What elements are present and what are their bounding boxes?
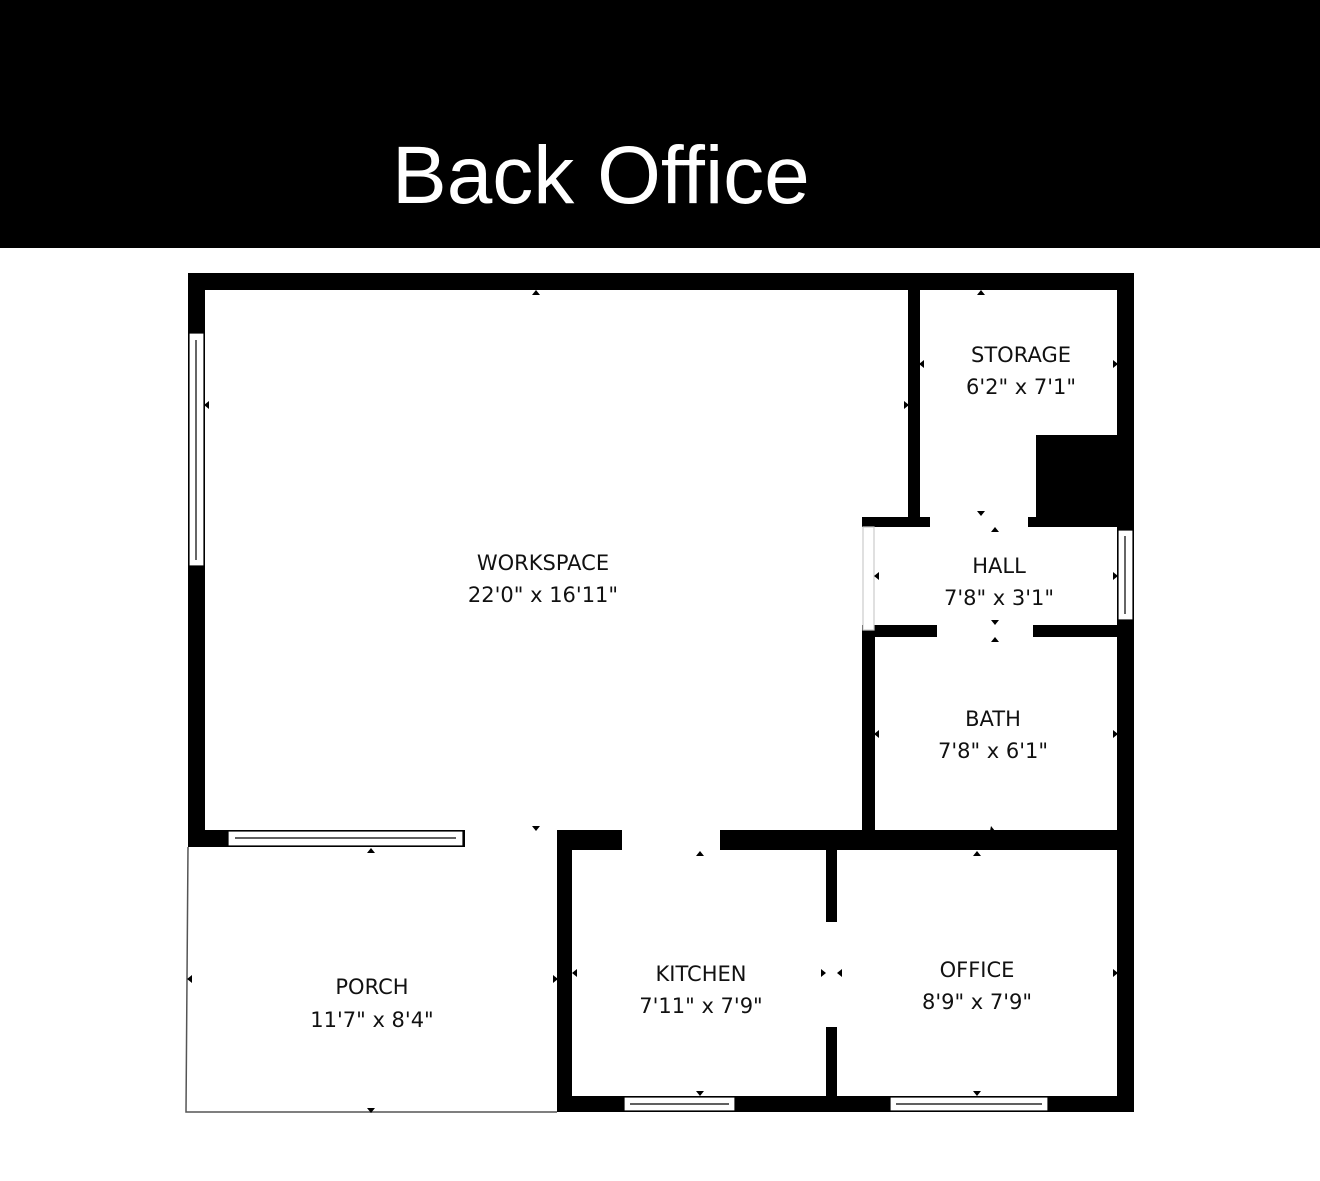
room-name: HALL	[972, 554, 1026, 578]
room-dims: 7'11" x 7'9"	[639, 994, 762, 1018]
room-dims: 22'0" x 16'11"	[468, 583, 618, 607]
room-name: BATH	[965, 707, 1021, 731]
windows	[188, 332, 1134, 1112]
room-office: OFFICE 8'9" x 7'9"	[922, 958, 1032, 1014]
room-name: WORKSPACE	[477, 551, 609, 575]
room-workspace: WORKSPACE 22'0" x 16'11"	[468, 551, 618, 607]
room-dims: 8'9" x 7'9"	[922, 990, 1032, 1014]
room-dims: 11'7" x 8'4"	[310, 1008, 433, 1032]
room-bath: BATH 7'8" x 6'1"	[938, 707, 1048, 763]
room-storage: STORAGE 6'2" x 7'1"	[966, 343, 1076, 399]
room-dims: 7'8" x 3'1"	[944, 586, 1054, 610]
title-banner: Back Office	[0, 0, 1320, 248]
room-porch: PORCH 11'7" x 8'4"	[310, 975, 433, 1032]
plan-title: Back Office	[392, 130, 810, 221]
dimension-markers	[187, 290, 1118, 1113]
room-kitchen: KITCHEN 7'11" x 7'9"	[639, 962, 762, 1018]
room-name: KITCHEN	[656, 962, 747, 986]
room-dims: 7'8" x 6'1"	[938, 739, 1048, 763]
room-name: STORAGE	[971, 343, 1071, 367]
porch-outline	[185, 846, 557, 1113]
room-hall: HALL 7'8" x 3'1"	[944, 554, 1054, 610]
room-name: PORCH	[335, 975, 408, 999]
room-dims: 6'2" x 7'1"	[966, 375, 1076, 399]
room-name: OFFICE	[940, 958, 1015, 982]
